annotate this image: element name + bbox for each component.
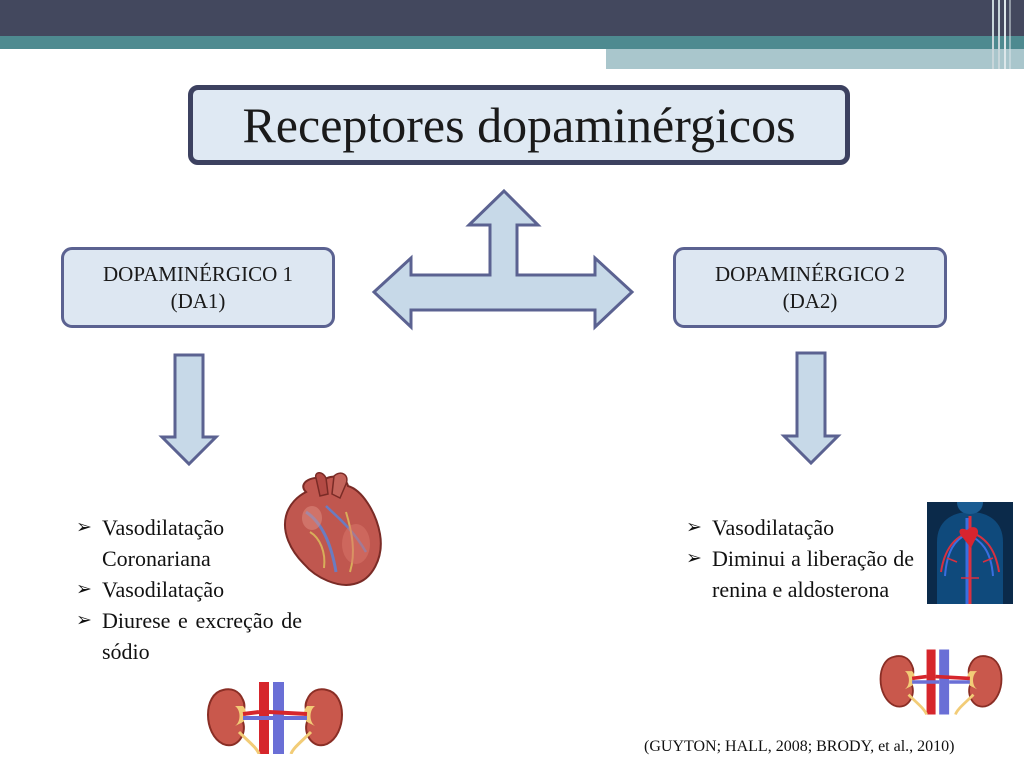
- list-item: ➢ Vasodilatação Coronariana: [76, 512, 302, 574]
- down-arrow-right: [784, 353, 838, 463]
- header-edge-lines: [985, 0, 1024, 69]
- citation: (GUYTON; HALL, 2008; BRODY, et al., 2010…: [644, 738, 955, 756]
- receptor-da2-abbr: (DA2): [783, 288, 838, 314]
- kidneys-illustration: [876, 646, 1006, 718]
- heart-illustration: [276, 472, 384, 588]
- effect-text: Diurese e excreção de sódio: [102, 605, 302, 667]
- arrow-bullet-icon: ➢: [76, 574, 102, 605]
- arrow-bullet-icon: ➢: [686, 543, 712, 574]
- list-item: ➢ Diminui a liberação de renina e aldost…: [686, 543, 914, 605]
- header-light-bar: [606, 49, 1024, 69]
- down-arrow-left: [162, 355, 216, 464]
- effect-text: Diminui a liberação de renina e aldoster…: [712, 543, 914, 605]
- list-item: ➢ Vasodilatação: [686, 512, 914, 543]
- list-item: ➢ Diurese e excreção de sódio: [76, 605, 302, 667]
- receptor-da1-box: DOPAMINÉRGICO 1 (DA1): [61, 247, 335, 328]
- da2-effects-list: ➢ Vasodilatação ➢ Diminui a liberação de…: [686, 512, 914, 605]
- header-teal-bar: [0, 36, 1024, 49]
- header-dark-bar: [0, 0, 1024, 36]
- receptor-da1-name: DOPAMINÉRGICO 1: [103, 261, 293, 287]
- effect-text: Vasodilatação: [102, 574, 302, 605]
- three-way-arrow: [374, 191, 632, 327]
- arrow-bullet-icon: ➢: [686, 512, 712, 543]
- circulatory-torso-illustration: [927, 502, 1013, 604]
- title-box: Receptores dopaminérgicos: [188, 85, 850, 165]
- effect-text: Vasodilatação: [712, 512, 914, 543]
- receptor-da2-name: DOPAMINÉRGICO 2: [715, 261, 905, 287]
- kidneys-illustration: [203, 682, 347, 754]
- effect-text: Vasodilatação Coronariana: [102, 512, 302, 574]
- arrow-bullet-icon: ➢: [76, 512, 102, 543]
- page-title: Receptores dopaminérgicos: [242, 100, 795, 150]
- list-item: ➢ Vasodilatação: [76, 574, 302, 605]
- receptor-da1-abbr: (DA1): [171, 288, 226, 314]
- arrow-bullet-icon: ➢: [76, 605, 102, 636]
- receptor-da2-box: DOPAMINÉRGICO 2 (DA2): [673, 247, 947, 328]
- da1-effects-list: ➢ Vasodilatação Coronariana ➢ Vasodilata…: [76, 512, 302, 667]
